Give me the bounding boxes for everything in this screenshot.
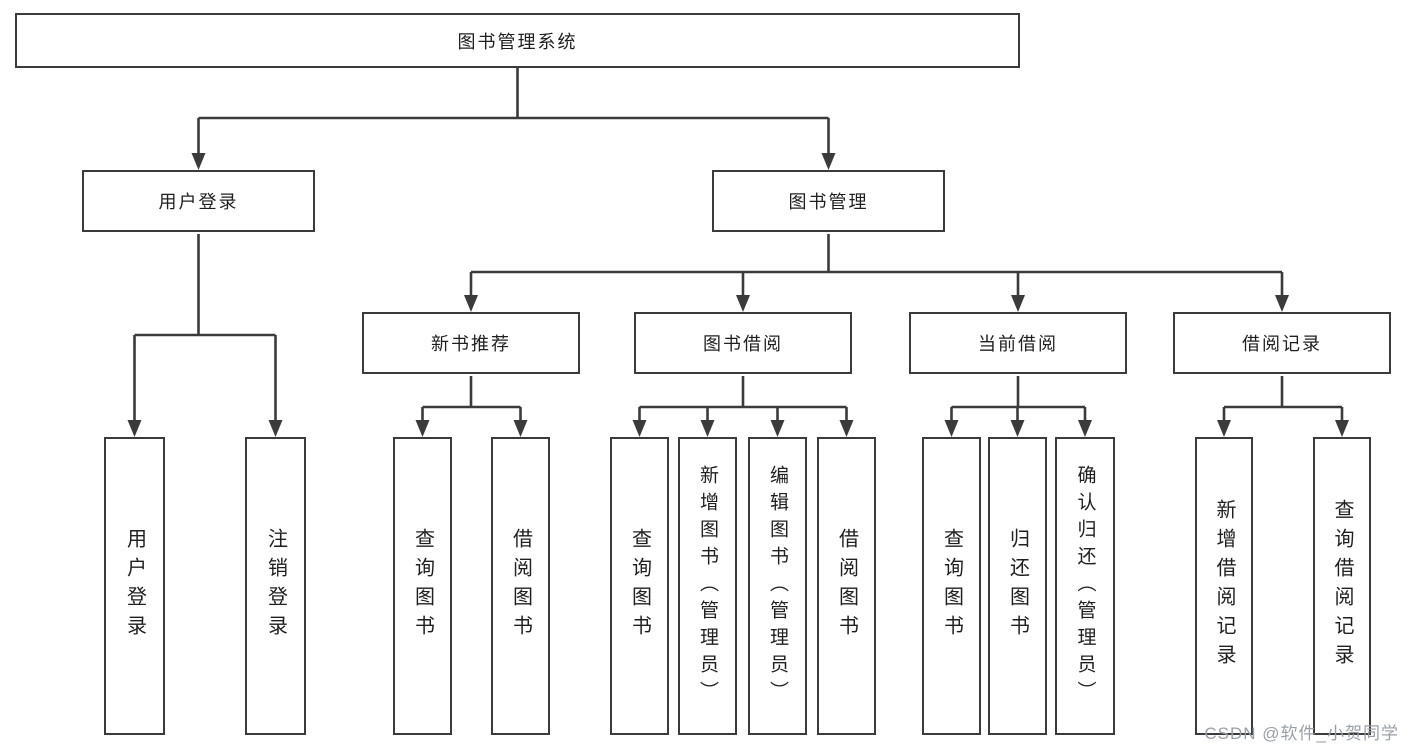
- node-add-books-admin: 新增图书（管理员）: [678, 437, 737, 735]
- node-user-login: 用户登录: [82, 170, 315, 232]
- leaf-label: 新增图书（管理员）: [697, 464, 718, 708]
- node-confirm-return-admin: 确认归还（管理员）: [1055, 437, 1115, 735]
- node-query-books-current: 查询图书: [922, 437, 981, 735]
- leaf-label: 确认归还（管理员）: [1074, 464, 1096, 708]
- node-logout: 注销登录: [245, 437, 306, 735]
- leaf-label: 查询图书: [940, 528, 963, 644]
- leaf-label: 新增借阅记录: [1213, 499, 1235, 673]
- node-add-borrow-record: 新增借阅记录: [1195, 437, 1253, 735]
- node-query-books-recommend: 查询图书: [393, 437, 452, 735]
- node-borrowing-records: 借阅记录: [1173, 312, 1391, 374]
- leaf-label: 注销登录: [264, 528, 287, 644]
- leaf-label: 用户登录: [123, 528, 146, 644]
- node-query-books-borrowing: 查询图书: [610, 437, 669, 735]
- leaf-label: 归还图书: [1006, 528, 1029, 644]
- node-book-management: 图书管理: [712, 170, 945, 232]
- node-return-books: 归还图书: [988, 437, 1047, 735]
- node-borrow-books-recommend: 借阅图书: [491, 437, 550, 735]
- node-borrow-books: 借阅图书: [817, 437, 876, 735]
- node-current-borrowing: 当前借阅: [909, 312, 1127, 374]
- node-user-login-leaf: 用户登录: [104, 437, 165, 735]
- node-book-borrowing: 图书借阅: [634, 312, 852, 374]
- watermark: CSDN @软件_小贺同学: [1204, 724, 1399, 743]
- node-new-book-recommend: 新书推荐: [362, 312, 580, 374]
- leaf-label: 借阅图书: [509, 528, 532, 644]
- node-library-management-system: 图书管理系统: [15, 13, 1020, 68]
- leaf-label: 查询借阅记录: [1331, 499, 1353, 673]
- leaf-label: 查询图书: [411, 528, 434, 644]
- leaf-label: 借阅图书: [835, 528, 858, 644]
- node-query-borrow-record: 查询借阅记录: [1313, 437, 1371, 735]
- leaf-label: 查询图书: [628, 528, 651, 644]
- node-edit-books-admin: 编辑图书（管理员）: [748, 437, 807, 735]
- leaf-label: 编辑图书（管理员）: [767, 464, 788, 708]
